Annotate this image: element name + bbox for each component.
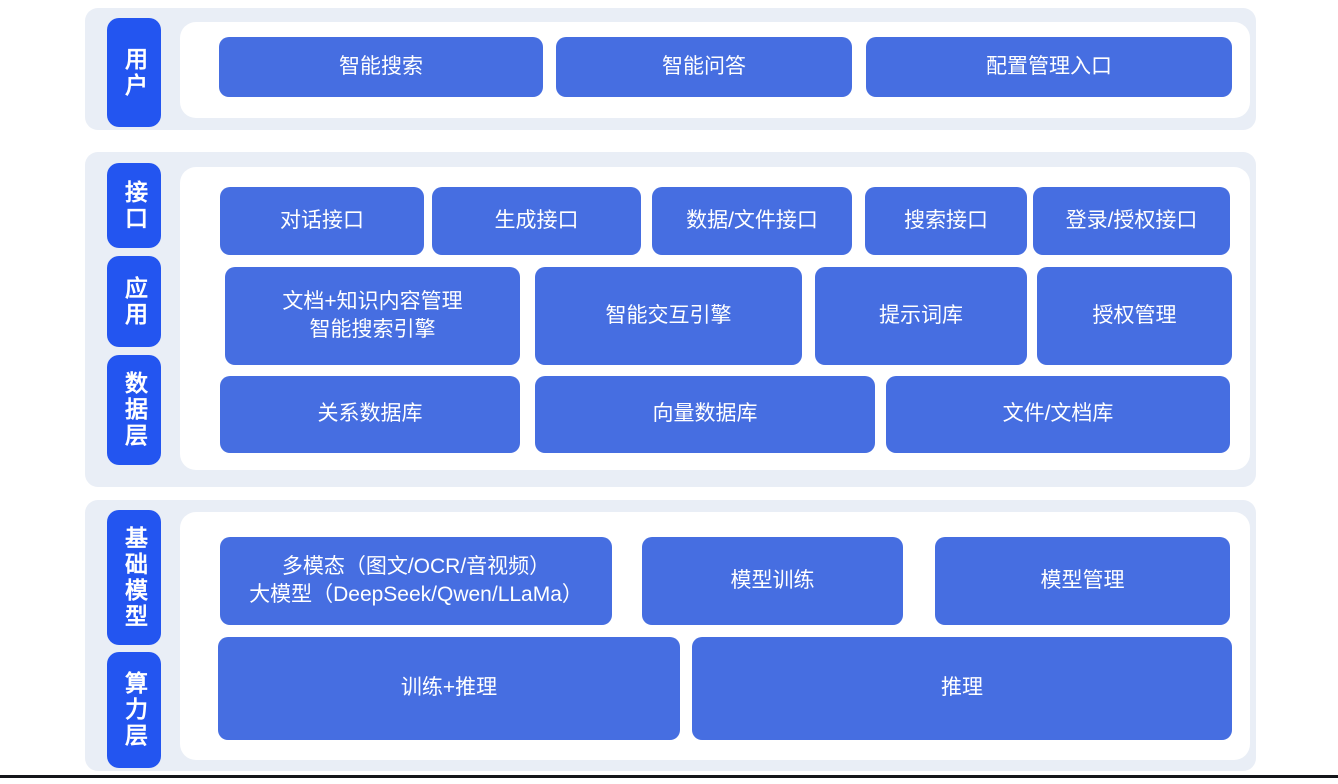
node-dialog-api: 对话接口 [220, 187, 424, 255]
card-bottom: 多模态（图文/OCR/音视频） 大模型（DeepSeek/Qwen/LLaMa）… [180, 512, 1250, 760]
node-relational-database: 关系数据库 [220, 376, 520, 453]
bottom-divider-line [0, 775, 1338, 778]
node-smart-interaction-engine: 智能交互引擎 [535, 267, 802, 365]
card-middle: 对话接口 生成接口 数据/文件接口 搜索接口 登录/授权接口 文档+知识内容管理… [180, 167, 1250, 470]
node-vector-database: 向量数据库 [535, 376, 875, 453]
section-label-data-layer: 数据层 [107, 355, 161, 465]
node-config-management-entry: 配置管理入口 [866, 37, 1232, 97]
node-file-document-store: 文件/文档库 [886, 376, 1230, 453]
node-data-file-api: 数据/文件接口 [652, 187, 852, 255]
panel-middle: 接口 应用 数据层 对话接口 生成接口 数据/文件接口 搜索接口 登录/授权接口… [85, 152, 1256, 487]
section-label-application: 应用 [107, 256, 161, 347]
node-training-plus-inference: 训练+推理 [218, 637, 680, 740]
node-prompt-library: 提示词库 [815, 267, 1027, 365]
section-label-foundation-model: 基础模型 [107, 510, 161, 645]
node-auth-management: 授权管理 [1037, 267, 1232, 365]
card-user: 智能搜索 智能问答 配置管理入口 [180, 22, 1250, 118]
node-smart-search: 智能搜索 [219, 37, 543, 97]
node-generation-api: 生成接口 [432, 187, 641, 255]
node-model-training: 模型训练 [642, 537, 903, 625]
section-label-interface: 接口 [107, 163, 161, 248]
section-label-user: 用户 [107, 18, 161, 127]
node-model-management: 模型管理 [935, 537, 1230, 625]
panel-user: 用户 智能搜索 智能问答 配置管理入口 [85, 8, 1256, 130]
node-inference: 推理 [692, 637, 1232, 740]
section-label-compute-layer: 算力层 [107, 652, 161, 768]
node-smart-qa: 智能问答 [556, 37, 852, 97]
node-multimodal-large-model: 多模态（图文/OCR/音视频） 大模型（DeepSeek/Qwen/LLaMa） [220, 537, 612, 625]
node-search-api: 搜索接口 [865, 187, 1027, 255]
node-login-auth-api: 登录/授权接口 [1033, 187, 1230, 255]
node-doc-knowledge-search-engine: 文档+知识内容管理 智能搜索引擎 [225, 267, 520, 365]
panel-bottom: 基础模型 算力层 多模态（图文/OCR/音视频） 大模型（DeepSeek/Qw… [85, 500, 1256, 771]
